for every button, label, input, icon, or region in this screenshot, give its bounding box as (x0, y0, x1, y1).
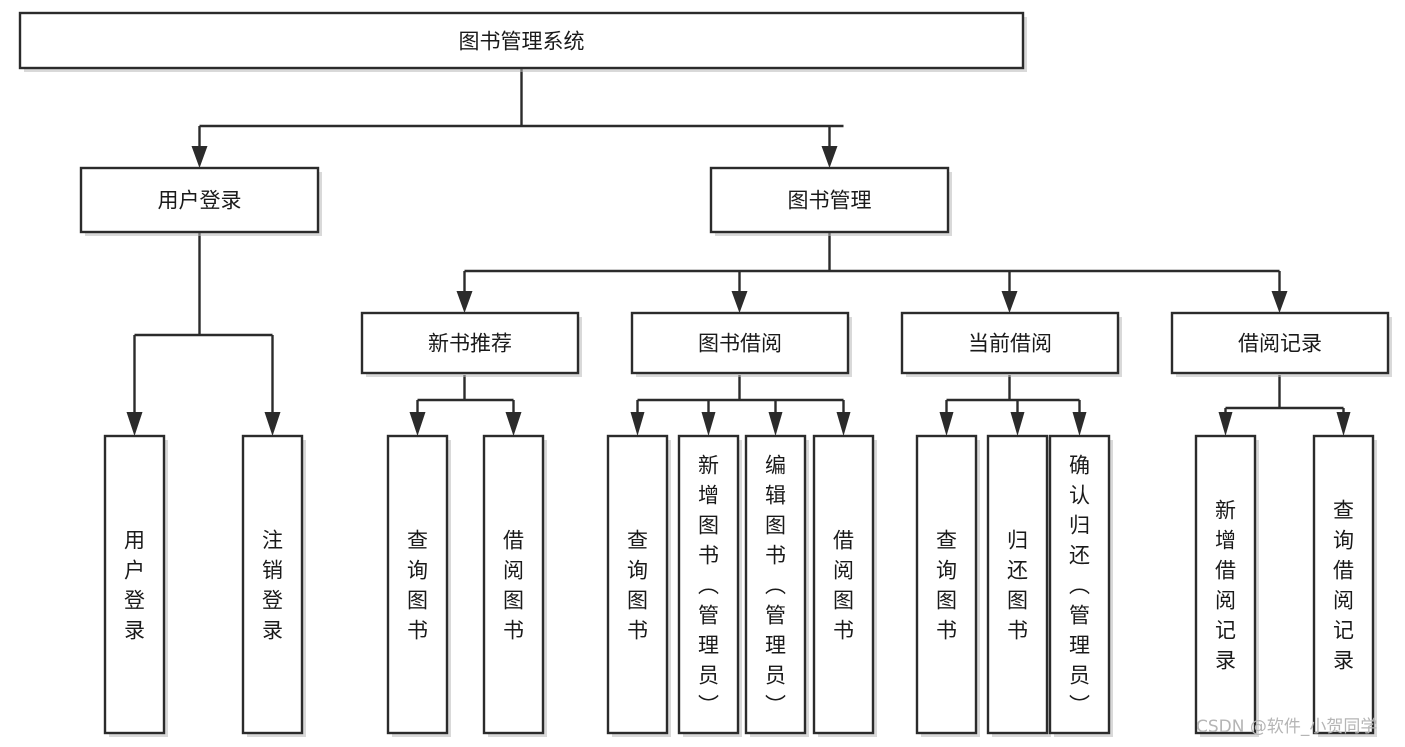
arrowhead-user-login-leaf-2 (264, 412, 281, 436)
arrowhead-current-borrow-leaf-3 (1072, 412, 1087, 436)
leaf-box-1[interactable] (241, 434, 304, 735)
leaf-box-5[interactable] (677, 434, 740, 735)
arrowhead-current-borrow-leaf-2 (1010, 412, 1025, 436)
leaf-label-9: 归还图书 (1007, 529, 1028, 643)
level1-box-1[interactable] (709, 166, 950, 234)
leaf-box-9[interactable] (986, 434, 1049, 735)
arrowhead-user-login-leaf-1 (126, 412, 143, 436)
leaf-box-10[interactable] (1048, 434, 1111, 735)
level2-box-3[interactable] (1170, 311, 1390, 375)
leaf-label-6: 编辑图书︵管理员︶ (765, 454, 786, 718)
level1-box-0[interactable] (79, 166, 320, 234)
leaf-node[interactable]: 借阅图书 (482, 434, 547, 737)
level2-box-0[interactable] (360, 311, 580, 375)
leaf-label-8: 查询图书 (936, 529, 957, 643)
arrowhead-root-to-user-login (191, 146, 208, 168)
arrowhead-to-borrow-record (1271, 291, 1288, 313)
level2-box-1[interactable] (630, 311, 850, 375)
level2-label-3: 借阅记录 (1238, 332, 1322, 356)
arrowhead-book-borrow-leaf-1 (630, 412, 645, 436)
leaf-node-layer: 用户登录 注销登录 查询图书 借阅图书 查询图书 新增图书︵管理员︶ 编辑图书︵管理员︶ 借阅… (103, 434, 1377, 737)
arrowhead-new-book-rec-leaf-1 (409, 412, 426, 436)
leaf-node[interactable]: 新增图书︵管理员︶ (677, 434, 742, 737)
leaf-label-3: 借阅图书 (503, 529, 524, 643)
leaf-box-7[interactable] (812, 434, 875, 735)
leaf-node[interactable]: 新增借阅记录 (1194, 434, 1259, 737)
level2-box-2[interactable] (900, 311, 1120, 375)
arrowhead-to-book-borrow (731, 291, 748, 313)
leaf-label-11: 新增借阅记录 (1215, 499, 1236, 673)
leaf-node[interactable]: 用户登录 (103, 434, 168, 737)
arrowhead-to-current-borrow (1001, 291, 1018, 313)
node-root-book-management-system[interactable]: 图书管理系统 (18, 11, 1027, 72)
leaf-label-2: 查询图书 (407, 529, 428, 643)
leaf-node[interactable]: 查询图书 (915, 434, 980, 737)
leaf-node[interactable]: 确认归还︵管理员︶ (1048, 434, 1113, 737)
level2-label-0: 新书推荐 (428, 332, 512, 356)
arrowhead-root-to-book-mgmt (821, 146, 838, 168)
leaf-node[interactable]: 归还图书 (986, 434, 1051, 737)
node-book-borrow[interactable]: 图书借阅 (630, 311, 852, 377)
leaf-box-6[interactable] (744, 434, 807, 735)
leaf-label-12: 查询借阅记录 (1333, 499, 1354, 673)
connector-layer (126, 68, 1351, 436)
leaf-label-5: 新增图书︵管理员︶ (698, 454, 719, 718)
leaf-node[interactable]: 注销登录 (241, 434, 306, 737)
node-current-borrow[interactable]: 当前借阅 (900, 311, 1122, 377)
leaf-label-1: 注销登录 (262, 529, 283, 643)
node-book-management[interactable]: 图书管理 (709, 166, 952, 236)
arrowhead-book-borrow-leaf-2 (701, 412, 716, 436)
level1-label-0: 用户登录 (158, 189, 242, 213)
leaf-box-12[interactable] (1312, 434, 1375, 735)
leaf-label-4: 查询图书 (627, 529, 648, 643)
arrowhead-borrow-record-leaf-1 (1218, 412, 1233, 436)
leaf-box-11[interactable] (1194, 434, 1257, 735)
level2-label-2: 当前借阅 (968, 332, 1052, 356)
leaf-label-10: 确认归还︵管理员︶ (1069, 454, 1090, 718)
leaf-label-7: 借阅图书 (833, 529, 854, 643)
node-new-book-recommendation[interactable]: 新书推荐 (360, 311, 582, 377)
leaf-node[interactable]: 编辑图书︵管理员︶ (744, 434, 809, 737)
arrowhead-current-borrow-leaf-1 (939, 412, 954, 436)
leaf-node[interactable]: 借阅图书 (812, 434, 877, 737)
leaf-box-3[interactable] (482, 434, 545, 735)
leaf-label-0: 用户登录 (124, 529, 145, 643)
arrowhead-book-borrow-leaf-4 (836, 412, 851, 436)
level1-label-1: 图书管理 (788, 189, 872, 213)
leaf-node[interactable]: 查询图书 (386, 434, 451, 737)
leaf-node[interactable]: 查询借阅记录 (1312, 434, 1377, 737)
root-label: 图书管理系统 (459, 30, 585, 54)
leaf-box-4[interactable] (606, 434, 669, 735)
level2-label-1: 图书借阅 (698, 332, 782, 356)
node-borrow-record[interactable]: 借阅记录 (1170, 311, 1392, 377)
arrowhead-new-book-rec-leaf-2 (505, 412, 522, 436)
leaf-box-8[interactable] (915, 434, 978, 735)
node-user-login[interactable]: 用户登录 (79, 166, 322, 236)
leaf-box-2[interactable] (386, 434, 449, 735)
csdn-watermark: CSDN @软件_小贺同学 (1196, 717, 1377, 737)
leaf-node[interactable]: 查询图书 (606, 434, 671, 737)
arrowhead-book-borrow-leaf-3 (768, 412, 783, 436)
leaf-box-0[interactable] (103, 434, 166, 735)
arrowhead-to-new-book-rec (456, 291, 473, 313)
arrowhead-borrow-record-leaf-2 (1336, 412, 1351, 436)
root-box[interactable] (18, 11, 1025, 70)
